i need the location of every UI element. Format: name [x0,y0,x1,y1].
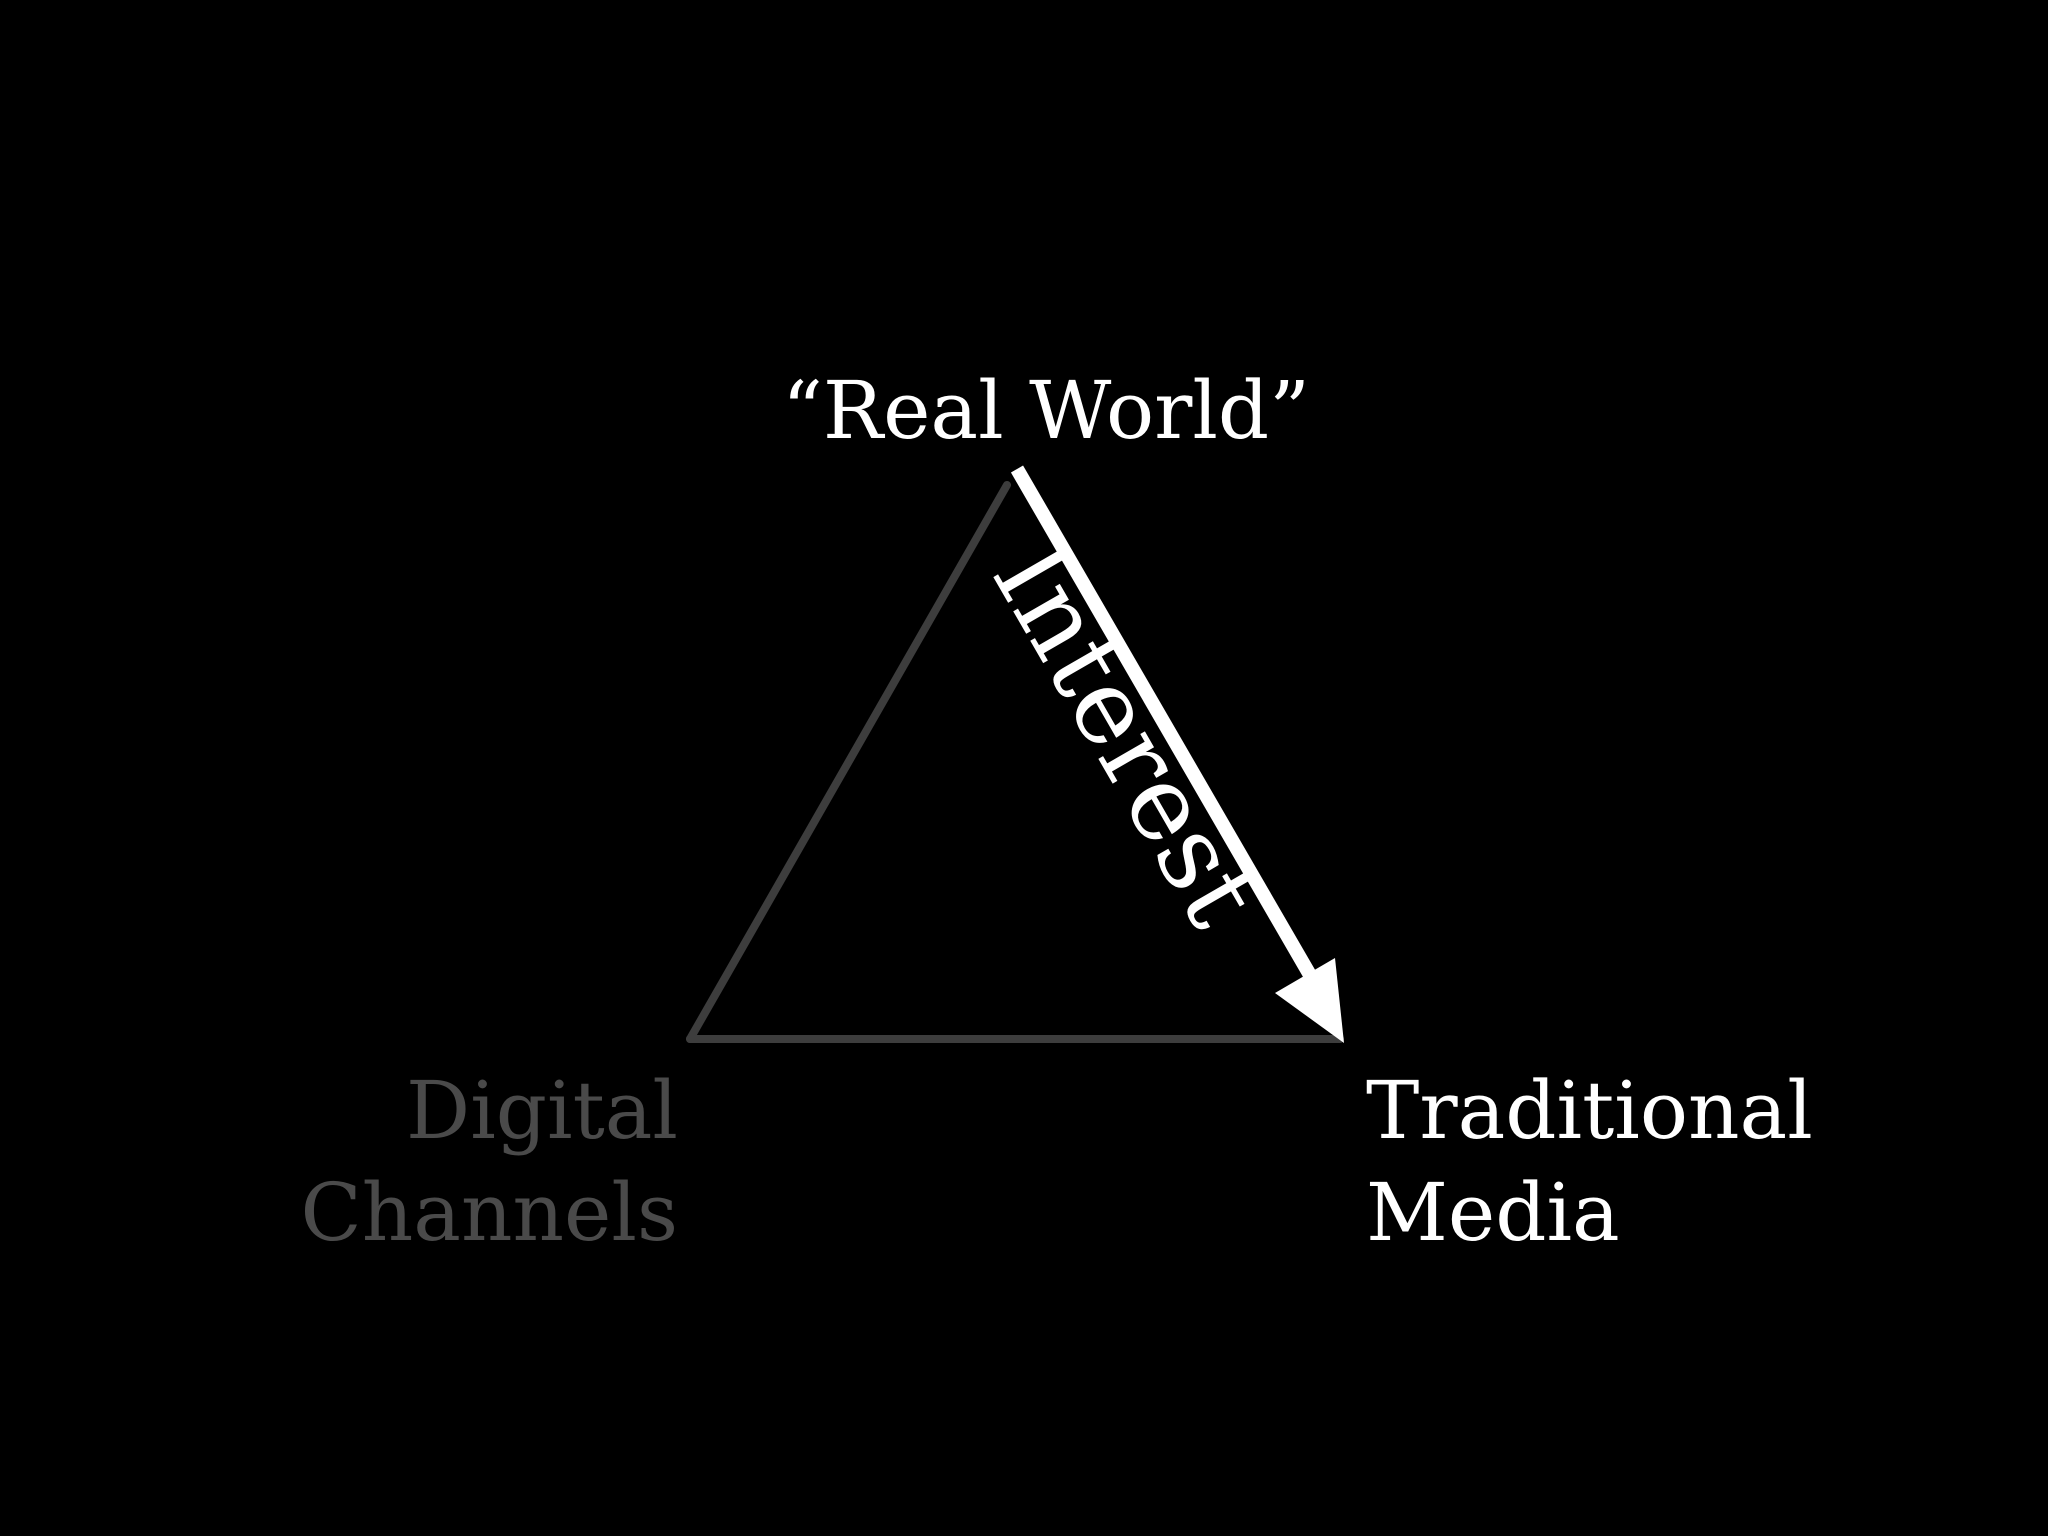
vertex-label-real-world: “Real World” [781,364,1311,457]
traditional-media-line-2: Media [1366,1166,1620,1259]
arrow-shaft [1010,465,1317,979]
interest-arrow [1010,465,1344,1043]
arrow-head [1275,958,1344,1043]
digital-channels-line-1: Digital [406,1064,678,1157]
edge-real-world-to-digital [686,481,1011,1043]
traditional-media-line-1: Traditional [1366,1064,1813,1157]
vertex-label-digital-channels: Digital Channels [301,1060,678,1264]
digital-channels-line-2: Channels [300,1166,678,1259]
vertex-label-traditional-media: Traditional Media [1366,1060,1813,1264]
interest-label: Interest [969,524,1284,947]
